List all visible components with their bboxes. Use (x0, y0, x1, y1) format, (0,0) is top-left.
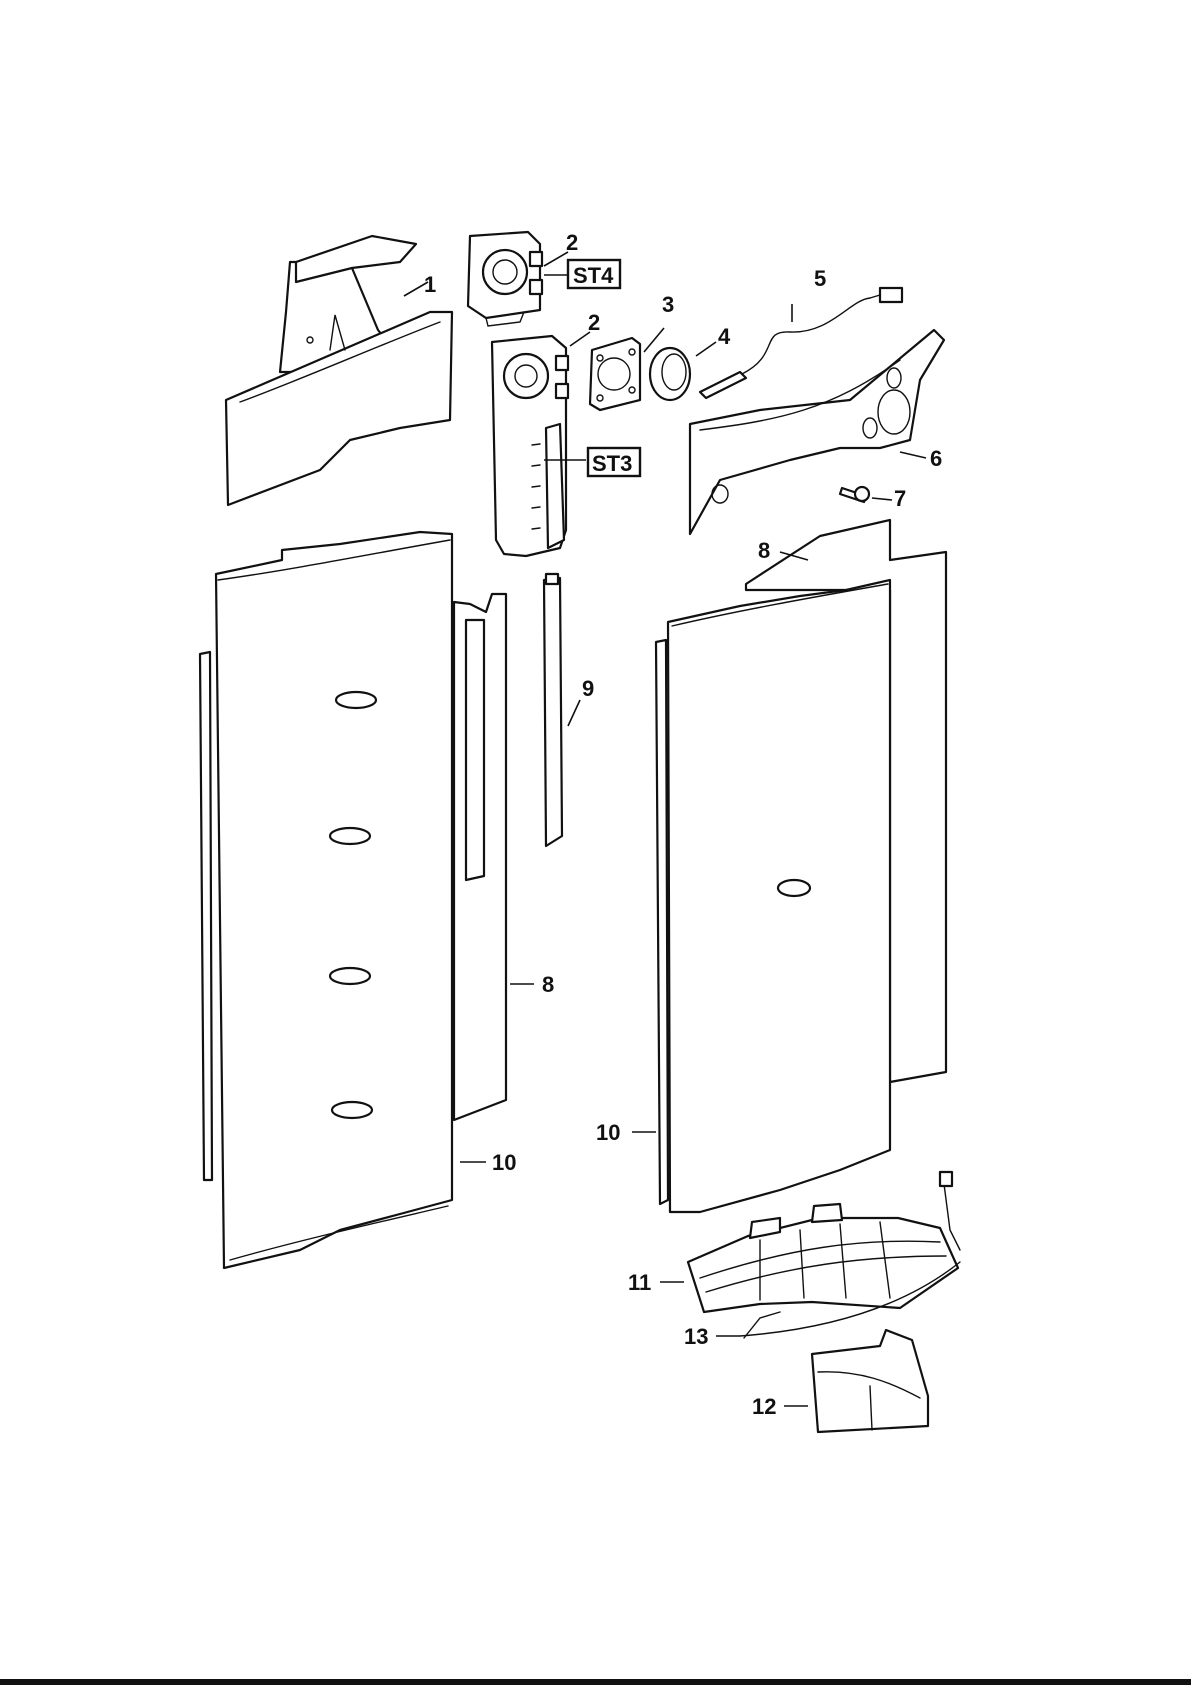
part-10-door-right (656, 580, 890, 1212)
part-2-thermostat-housing (492, 336, 568, 556)
callout-8-left: 8 (542, 972, 554, 997)
bottom-rule (0, 1679, 1191, 1685)
callout-10-left: 10 (492, 1150, 516, 1175)
reference-st3: ST3 (588, 448, 640, 476)
part-10-door-left (200, 532, 452, 1268)
reference-st4-label: ST4 (573, 263, 614, 288)
callout-4: 4 (718, 324, 731, 349)
callout-7: 7 (894, 486, 906, 511)
part-12-drain-tray (812, 1330, 928, 1432)
callout-5: 5 (814, 266, 826, 291)
callout-3: 3 (662, 292, 674, 317)
callout-2-bottom: 2 (588, 310, 600, 335)
callout-8-right: 8 (758, 538, 770, 563)
part-7-screw (840, 487, 869, 502)
callout-12: 12 (752, 1394, 776, 1419)
callout-13: 13 (684, 1324, 708, 1349)
callout-10-right: 10 (596, 1120, 620, 1145)
part-8-gasket-left (454, 594, 506, 1120)
part-3-gasket (590, 338, 640, 410)
callout-2-top: 2 (566, 230, 578, 255)
callout-11: 11 (628, 1270, 651, 1295)
part-4-cap (650, 348, 690, 400)
part-2-thermostat-top (468, 232, 542, 326)
part-9-strip (544, 574, 562, 846)
callout-1: 1 (424, 272, 436, 297)
part-1-top-duct (226, 236, 452, 505)
reference-st4: ST4 (568, 260, 620, 288)
callout-9: 9 (582, 676, 594, 701)
callout-6: 6 (930, 446, 942, 471)
reference-st3-label: ST3 (592, 451, 632, 476)
